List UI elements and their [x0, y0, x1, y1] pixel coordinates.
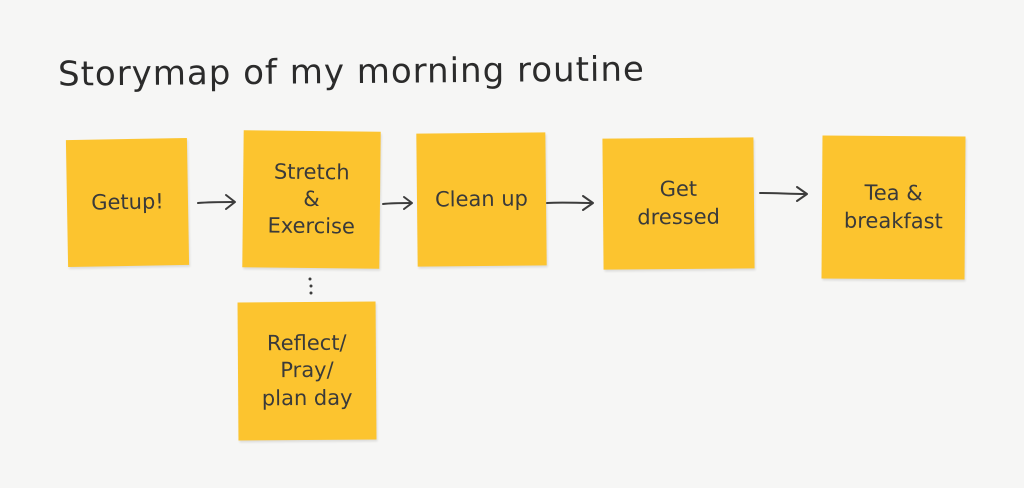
arrow-getup-to-stretch — [197, 194, 236, 210]
arrow-dressed-to-tea — [759, 186, 808, 202]
arrow-stretch-to-clean — [382, 196, 413, 210]
arrow-clean-to-dressed — [546, 195, 594, 211]
dotted-link-stretch-to-reflect — [308, 277, 313, 295]
